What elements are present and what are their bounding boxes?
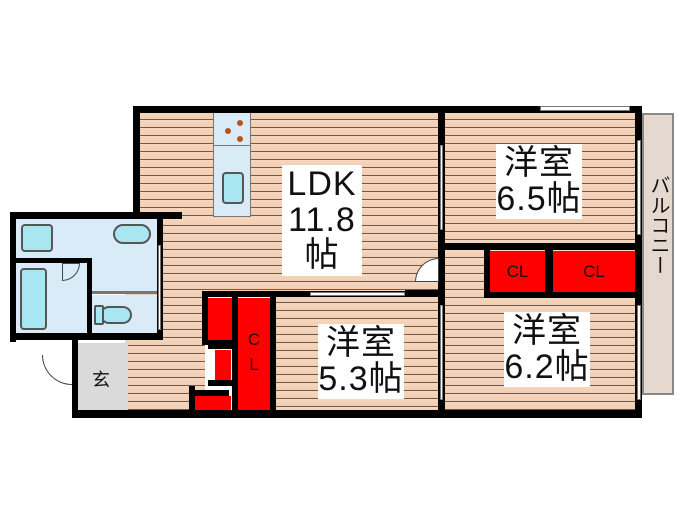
ldk-label: LDK 11.8帖: [282, 165, 362, 277]
window-room3-top: [310, 292, 405, 296]
closet-left-top: [208, 298, 232, 340]
window-room1-top: [540, 106, 630, 111]
closet-left-mid: [215, 350, 231, 380]
toilet-icon: [100, 306, 132, 324]
western-room-2-name: 洋室: [512, 312, 582, 350]
western-room-3-size: 5.3帖: [318, 359, 404, 398]
sliding-door-ldk-room1[interactable]: [440, 145, 443, 230]
ldk-size: 11.8帖: [288, 200, 356, 275]
wall-closet-surround: [484, 245, 490, 297]
bathtub-icon: [20, 268, 47, 330]
wall-room1-room2: [438, 243, 642, 250]
western-room-2-label: 洋室 6.2帖: [504, 312, 590, 388]
washroom-lower: [92, 263, 157, 293]
wall-closet-bottom-top: [189, 390, 229, 396]
wall-ldk-hall-right: [405, 290, 445, 296]
sliding-door-room2[interactable]: [440, 305, 443, 400]
closet-c-label-top: C: [247, 330, 261, 349]
wall-entrance-left: [72, 340, 78, 418]
wall-closet-block-div: [232, 291, 238, 416]
wall-right: [635, 106, 642, 418]
ldk-name: LDK: [287, 165, 357, 203]
closet-cl-a[interactable]: [490, 251, 545, 292]
closet-c-label-bottom: L: [249, 355, 259, 374]
wall-closet-mid-h: [208, 340, 234, 349]
balcony-label: バルコニー: [647, 175, 669, 275]
washing-machine-icon: [21, 224, 53, 252]
sink-icon: [113, 224, 151, 244]
stove-divider: [213, 145, 251, 146]
sliding-door-wet[interactable]: [158, 245, 161, 330]
closet-cl-a-label: CL: [506, 262, 529, 281]
balcony: [642, 113, 674, 395]
kitchen-sink-icon: [222, 172, 244, 204]
western-room-1-label: 洋室 6.5帖: [496, 144, 582, 220]
closet-cl-b[interactable]: [553, 251, 635, 292]
wall-closet-block-left: [202, 291, 208, 345]
window-room1-right: [637, 140, 641, 235]
stove-burner-icon: [225, 128, 231, 134]
closet-c[interactable]: [238, 298, 270, 410]
window-room2-right: [637, 305, 641, 400]
wall-ldk-left: [133, 106, 140, 219]
wall-toilet-top: [92, 291, 157, 294]
western-room-1-floor: [445, 112, 635, 245]
wall-closet-c-right: [270, 291, 276, 416]
wall-wet-left: [10, 212, 16, 342]
closet-cl-b-label: CL: [583, 262, 605, 281]
wall-bath-divider: [87, 258, 92, 338]
stove-burner-icon: [237, 120, 243, 126]
wall-bath-top: [10, 258, 92, 263]
wall-top: [133, 106, 642, 113]
wall-closet-mid: [545, 248, 553, 296]
wall-closet-bottom-left: [189, 386, 195, 416]
wall-wet-top: [10, 212, 182, 219]
western-room-1-name: 洋室: [504, 144, 574, 182]
stove-burner-icon: [237, 136, 243, 142]
entrance: [78, 343, 128, 410]
western-room-3-label: 洋室 5.3帖: [318, 324, 404, 400]
wall-closet-bottom: [484, 292, 642, 298]
door-entrance[interactable]: [42, 355, 72, 385]
western-room-3-name: 洋室: [326, 324, 396, 362]
wall-ldk-room1: [438, 106, 445, 418]
western-room-2-size: 6.2帖: [504, 347, 590, 386]
entrance-label: 玄: [92, 370, 110, 390]
toilet-tank-icon: [94, 305, 104, 325]
wall-wet-bottom: [10, 333, 163, 340]
wall-closet-mid-h2: [208, 380, 234, 386]
wall-bottom: [72, 410, 642, 418]
closet-left-bottom: [195, 396, 231, 410]
western-room-1-size: 6.5帖: [496, 179, 582, 218]
